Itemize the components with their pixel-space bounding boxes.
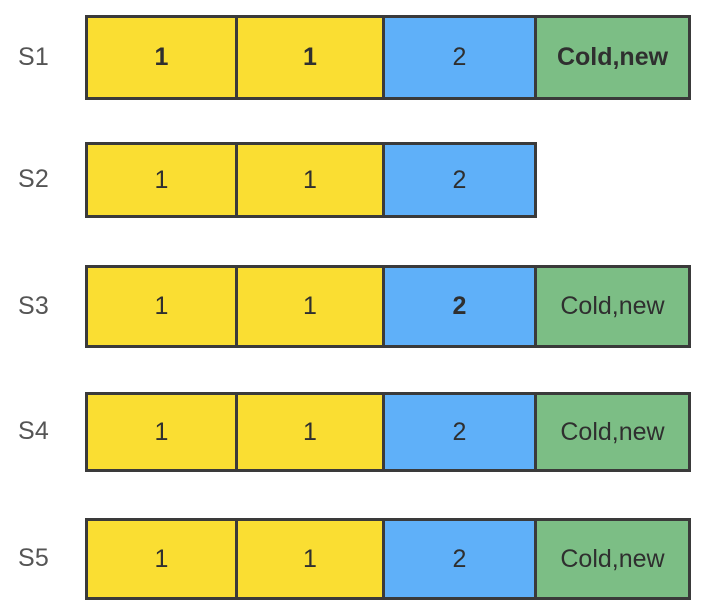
cell-green[interactable]: Cold,new — [534, 265, 691, 348]
cell-blue[interactable]: 2 — [382, 15, 537, 100]
cell-blue[interactable]: 2 — [382, 392, 537, 472]
row-label-s4: S4 — [18, 417, 49, 445]
cell-yellow[interactable]: 1 — [235, 518, 385, 600]
cell-green[interactable]: Cold,new — [534, 518, 691, 600]
cell-yellow[interactable]: 1 — [235, 15, 385, 100]
row-label-s2: S2 — [18, 165, 49, 193]
cell-yellow[interactable]: 1 — [85, 15, 238, 100]
row-label-s5: S5 — [18, 544, 49, 572]
cell-yellow[interactable]: 1 — [235, 392, 385, 472]
cell-yellow[interactable]: 1 — [85, 265, 238, 348]
cell-green[interactable]: Cold,new — [534, 15, 691, 100]
cell-yellow[interactable]: 1 — [85, 142, 238, 218]
cell-green[interactable]: Cold,new — [534, 392, 691, 472]
cell-yellow[interactable]: 1 — [85, 518, 238, 600]
cell-blue[interactable]: 2 — [382, 518, 537, 600]
cell-blue[interactable]: 2 — [382, 265, 537, 348]
cell-yellow[interactable]: 1 — [235, 265, 385, 348]
cell-yellow[interactable]: 1 — [85, 392, 238, 472]
cell-yellow[interactable]: 1 — [235, 142, 385, 218]
row-label-s3: S3 — [18, 292, 49, 320]
row-label-s1: S1 — [18, 43, 49, 71]
cell-blue[interactable]: 2 — [382, 142, 537, 218]
